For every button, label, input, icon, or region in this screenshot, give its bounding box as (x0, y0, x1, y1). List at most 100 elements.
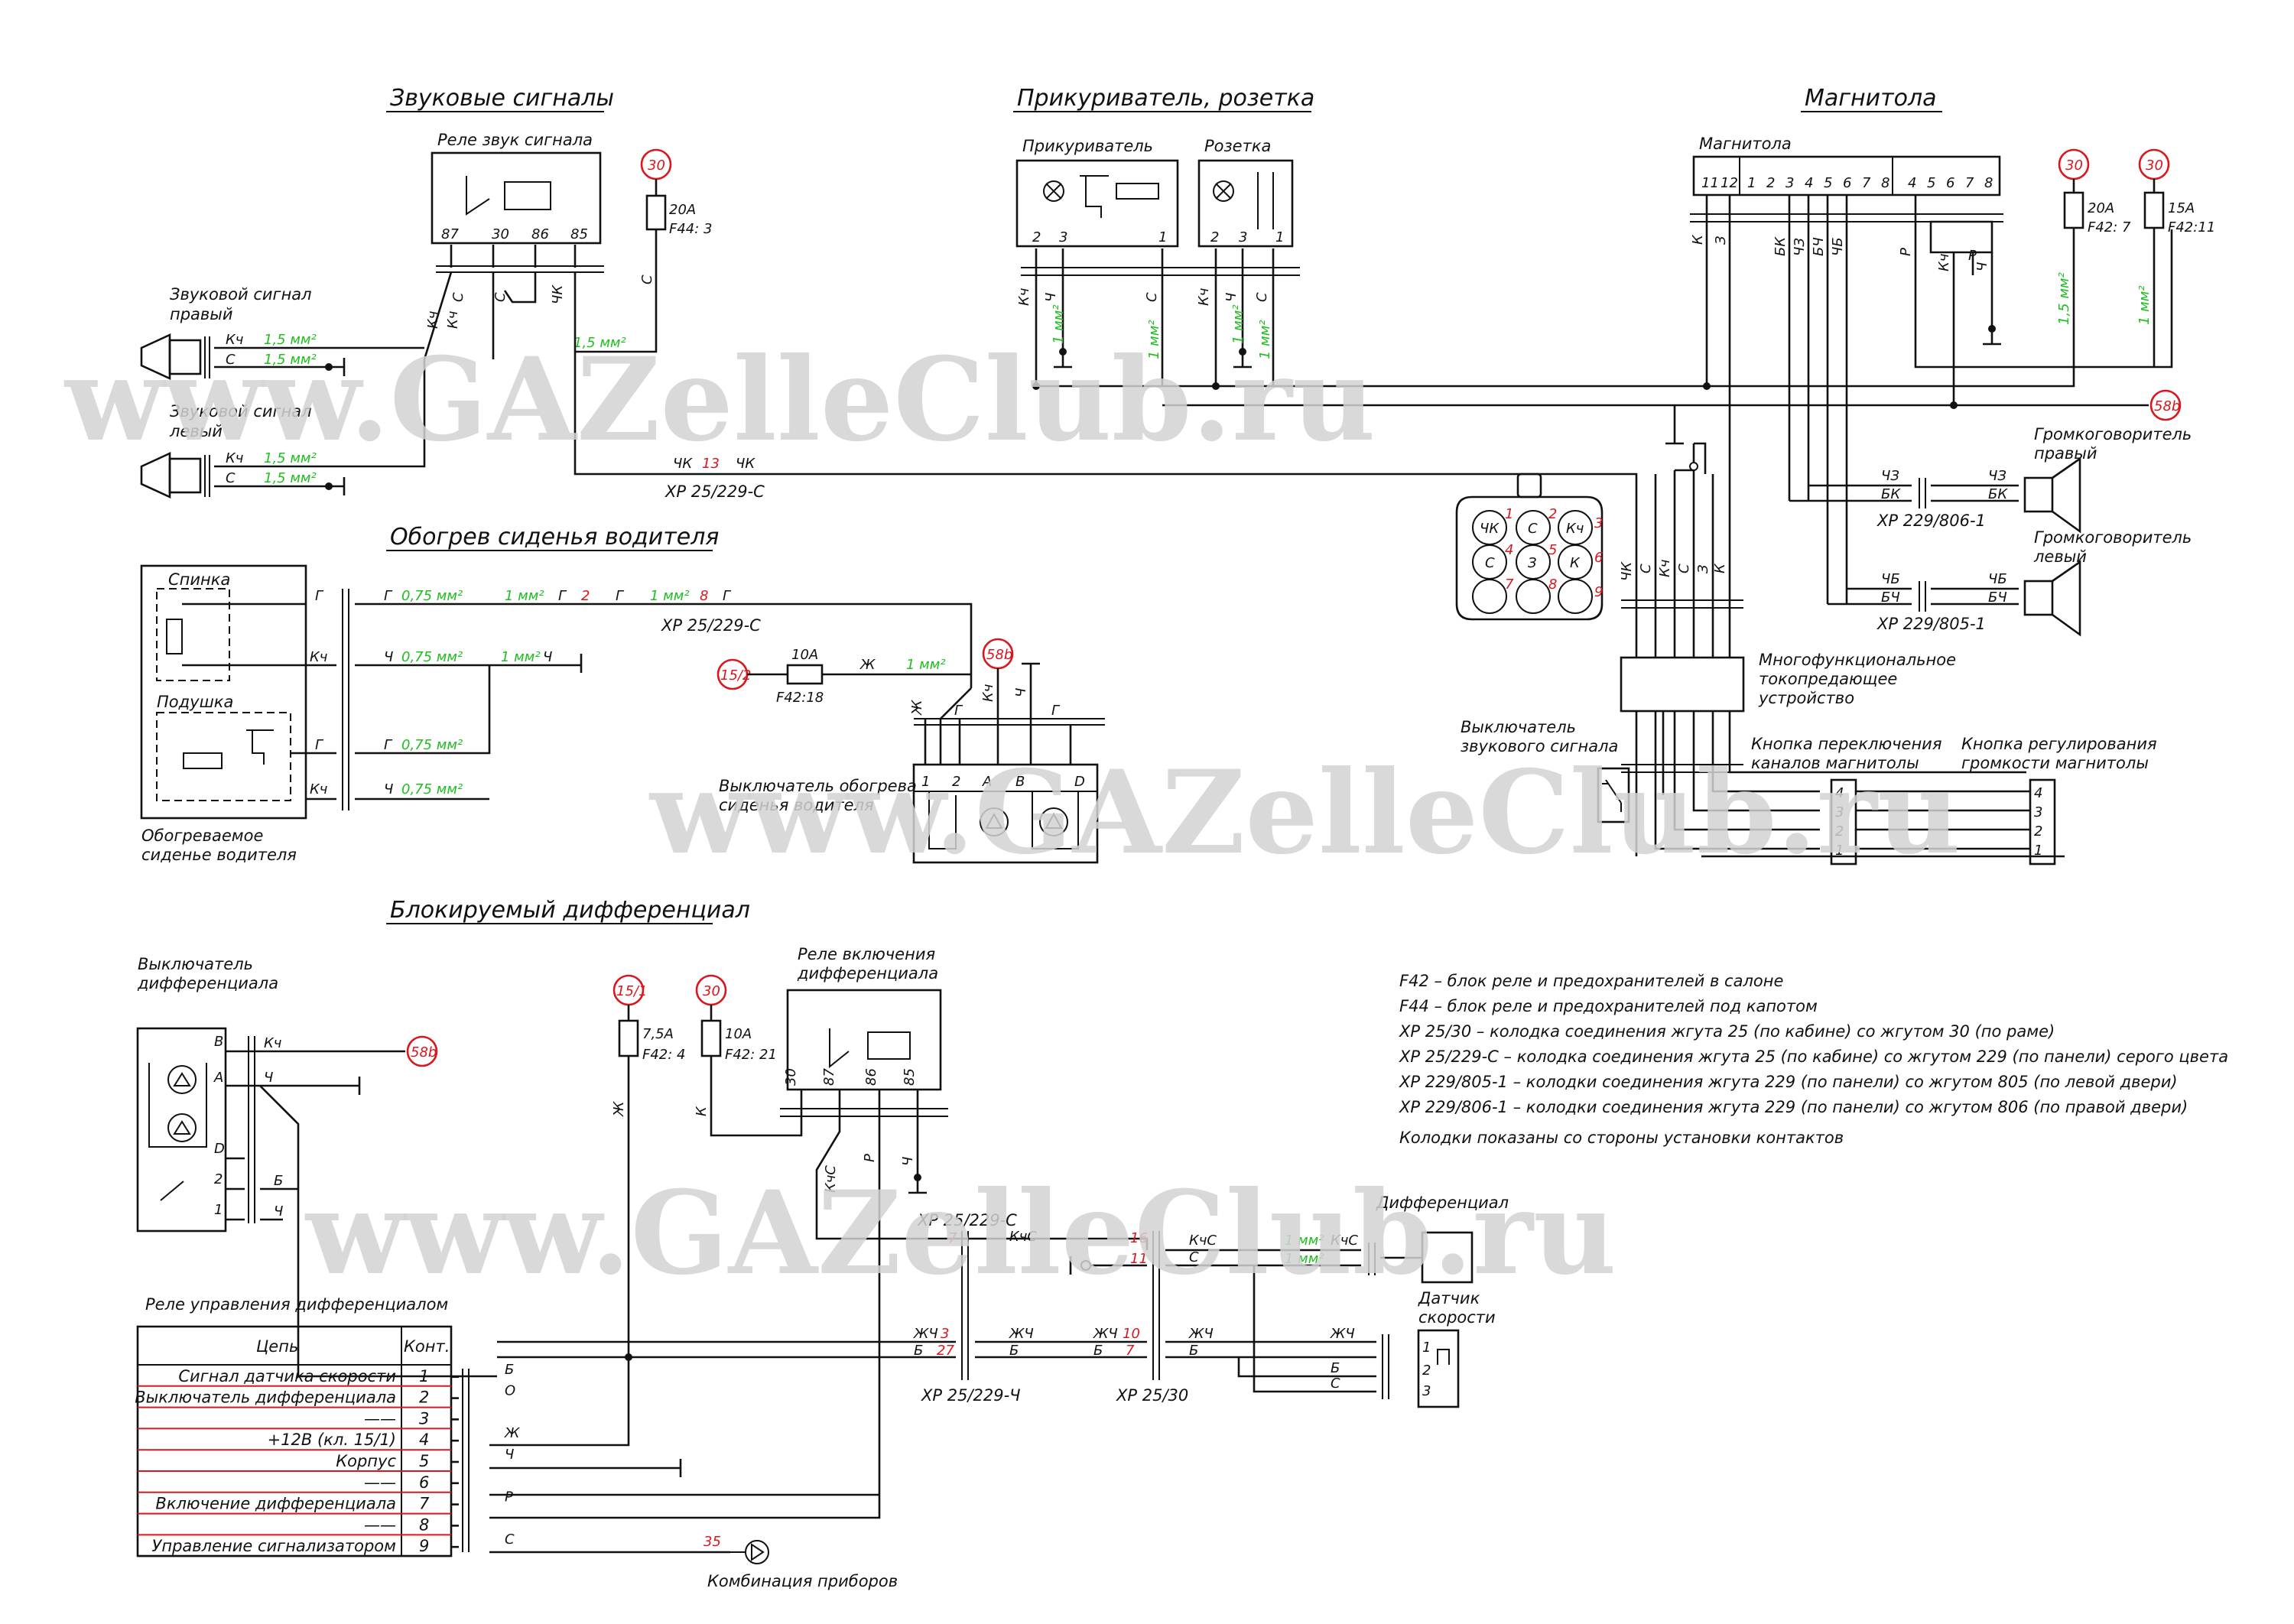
cf-num-2: 2 (1548, 506, 1557, 522)
d-b-b: Б (1009, 1343, 1019, 1359)
radio-pin-6: 6 (1843, 175, 1851, 191)
sp-r-wire-bk2: БК (1988, 486, 2008, 502)
sp-l-wire-bch: БЧ (1881, 590, 1900, 606)
sp-l-wire-chb2: ЧБ (1988, 571, 2007, 587)
speaker-left-label-2: левый (2033, 547, 2087, 566)
socket-pin-2: 2 (1210, 229, 1219, 245)
lighter-section: Прикуриватель 2 3 1 Розетка 2 3 1 Кч Ч С… (1015, 137, 1300, 390)
dw-kchs: КчС (823, 1165, 839, 1193)
watermark-2: www.GAZelleClub.ru (648, 745, 1961, 880)
table-row-circuit: Включение дифференциала (155, 1495, 396, 1513)
table-row-contact: 9 (419, 1537, 429, 1555)
seat-cs6: 1 мм² (650, 588, 690, 604)
horn-relay (431, 151, 602, 245)
table-row-contact: 8 (419, 1515, 429, 1534)
table-row-wire: С (505, 1531, 515, 1548)
d-kchs-a: КчС (1009, 1229, 1037, 1245)
sw-g1: Г (315, 588, 324, 604)
radio-pin-8: 8 (1881, 175, 1889, 191)
sp-r-wire-chz2: ЧЗ (1988, 468, 2006, 484)
mfd-label-2: токопредающее (1759, 670, 1897, 688)
heading-radio: Магнитола (1805, 85, 1937, 112)
lighter-pin-3: 3 (1059, 229, 1067, 245)
seat-cs2: 0,75 мм² (401, 649, 463, 665)
table-row-contact: 6 (419, 1473, 429, 1492)
table-head-contact: Конт. (404, 1337, 450, 1356)
d-zhch-c: ЖЧ (1093, 1326, 1118, 1342)
bw-kch: Кч (1657, 560, 1673, 577)
speaker-right-label-2: правый (2034, 444, 2097, 463)
dw-ch: Ч (900, 1157, 916, 1166)
d-zhch-a: ЖЧ (913, 1326, 938, 1342)
rw-ch: Ч (1974, 262, 1990, 271)
connector-face: ЧК С Кч С З К 1 2 3 4 5 6 7 8 9 (1455, 473, 1603, 621)
volume-button (2029, 778, 2056, 866)
watermark-1: www.GAZelleClub.ru (63, 333, 1376, 467)
seat-back-label: Спинка (168, 570, 230, 589)
d-num-10: 10 (1123, 1326, 1140, 1342)
right-horn-label-1: Звуковой сигнал (170, 285, 312, 304)
dw-r: Р (862, 1154, 878, 1162)
horn-relay-label: Реле звук сигнала (437, 131, 593, 149)
rw-r: Р (1898, 248, 1914, 256)
table-row-circuit: —— (364, 1515, 396, 1534)
seat-connector: ХР 25/229-С (661, 616, 761, 635)
diff-ign-58b: 58b (411, 1044, 437, 1060)
seat-label-1: Обогреваемое (141, 827, 263, 845)
cf-num-6: 6 (1594, 550, 1603, 566)
ssw-pin-b: B (1015, 774, 1025, 790)
seat-g-c: Г (723, 588, 732, 604)
radio-unit-label: Магнитола (1699, 135, 1792, 153)
horns-section: Реле звук сигнала 87 30 86 85 С С ЧК Кч … (140, 131, 1638, 589)
cf-cell-5: З (1528, 555, 1537, 571)
d-zhch-e: ЖЧ (1330, 1326, 1355, 1342)
table-row-wire: О (505, 1383, 515, 1399)
vol-btn-label-2: громкости магнитолы (1961, 754, 2149, 772)
l-cs1: 1 мм² (1051, 304, 1067, 344)
vb-pin-3: 3 (2034, 804, 2042, 820)
radio-pin-11: 11 (1701, 175, 1719, 191)
seat-g-b: Г (616, 588, 625, 604)
power-socket (1197, 159, 1294, 248)
seat-cs4: 0,75 мм² (401, 781, 463, 797)
diff-switch-label-1: Выключатель (138, 955, 253, 973)
cf-cell-3: Кч (1566, 521, 1584, 537)
chan-btn-label-1: Кнопка переключения (1751, 735, 1941, 753)
fuse-f42-18 (786, 664, 824, 685)
radio-pin-2: 2 (1766, 175, 1775, 191)
heading-lighter: Прикуриватель, розетка (1017, 85, 1314, 112)
right-horn-icon (140, 333, 171, 381)
heated-seat (140, 564, 307, 820)
ssw-pin-a: A (982, 774, 992, 790)
fuse-f42-4 (618, 1019, 639, 1057)
fuse-f42-11-rating: 15А (2168, 200, 2195, 216)
lighter-pin-2: 2 (1032, 229, 1041, 245)
seat-wire-zh: Ж (859, 657, 876, 673)
table-row-contact: 7 (419, 1495, 430, 1513)
dsw-pin-1: 1 (214, 1202, 223, 1218)
dsw-pin-a: A (213, 1070, 223, 1086)
d-cs2: 1 мм² (1285, 1251, 1324, 1267)
d-s-e: С (1331, 1376, 1340, 1392)
seat-cs3: 0,75 мм² (401, 737, 463, 753)
sp-r-wire-bk: БК (1881, 486, 1901, 502)
diff-switch-label-2: дифференциала (137, 974, 278, 992)
seat-switch-label-1: Выключатель обогрева (719, 777, 917, 795)
sp-l-wire-chb: ЧБ (1881, 571, 1900, 587)
seat-label-2: сиденье водителя (141, 846, 297, 864)
ss-pin-1: 1 (1422, 1340, 1431, 1356)
radio-pin-r8: 8 (1984, 175, 1993, 191)
diff-section: Выключатель дифференциала B A D 2 1 Кч Ч… (135, 945, 1509, 1590)
table-title: Реле управления дифференциалом (145, 1295, 448, 1314)
differential-label: Дифференциал (1376, 1194, 1509, 1212)
radio-power-2: 30 (2146, 158, 2163, 174)
speaker-left-label-1: Громкоговоритель (2034, 528, 2192, 547)
heading-seat: Обогрев сиденья водителя (390, 524, 719, 551)
cf-cell-4: С (1485, 555, 1495, 571)
cf-num-4: 4 (1505, 542, 1513, 558)
dsw-pin-2: 2 (214, 1171, 223, 1187)
radio-cs15: 1,5 мм² (2056, 272, 2072, 325)
diff-ign-58b-badge (406, 1035, 438, 1067)
cluster-indicator-icon (745, 1540, 769, 1564)
fuse-f44-3-rating: 20А (669, 202, 696, 218)
